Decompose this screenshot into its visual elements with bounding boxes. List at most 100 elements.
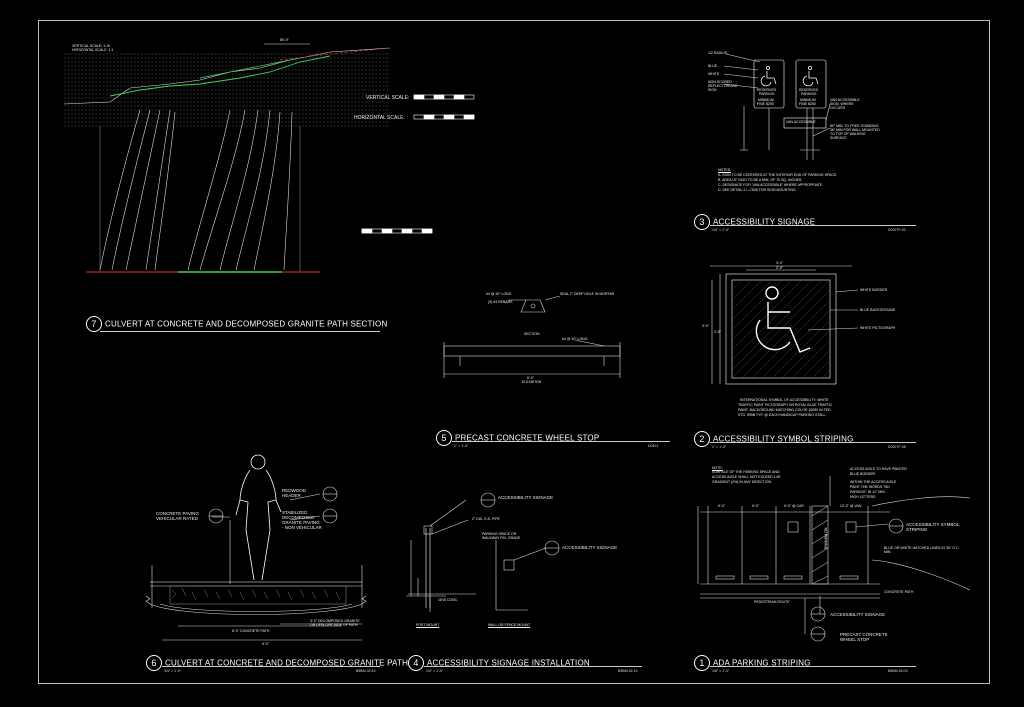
symbol-caption-2: TRAFFIC PAINT PICTOGRAPH ON ROYAL BLUE T… (738, 403, 833, 407)
ada-dim-4: 12'-0" @ VAN (840, 504, 862, 508)
profile-dim: 80'-0" (280, 38, 289, 42)
scale-4: 1/4" = 1'-0" (426, 669, 444, 673)
title-underline-3 (710, 225, 916, 226)
sign1-line1: RESERVED (757, 88, 777, 92)
sign1-line3: MINIMUM (758, 98, 774, 102)
vertical-scale-label: VERTICAL SCALE: (366, 95, 410, 101)
install-signage-1: ACCESSIBILITY SIGNAGE (498, 495, 554, 500)
note-d: D. SEE DETAIL 4 L-C505 FOR SIGN MOUNTING… (718, 188, 797, 192)
label-white-pictograph: WHITE PICTOGRAPH (860, 326, 896, 330)
wheelstop-hole: SEAL 2" DEEP HOLE IN MORTAR (560, 292, 615, 296)
wheelstop-section: SECTION (524, 332, 540, 336)
wheelstop-rebar2: #4 @ 30" LONG (562, 337, 588, 341)
title-underline-7 (100, 331, 380, 332)
ada-dim-2: 9'-0" (752, 504, 759, 508)
sign-label-reflect: NON-SCORED REFLECTORIZED SIGN (708, 80, 738, 92)
ada-dim-3: 9'-0" @ CAR (784, 504, 804, 508)
label-white-border: WHITE BORDER (860, 288, 888, 292)
scale-2: 1" = 1'-0" (712, 445, 727, 449)
van-accessible-plate: VAN ACCESSIBLE (786, 120, 816, 124)
legend-vertical: VERTICAL SCALE: 1:10 (72, 44, 111, 48)
sheet-border (38, 20, 990, 684)
wheelstop-rebar: #4 @ 30" LONG (486, 292, 512, 296)
symbol-caption-4: STD. 595B TYP. @ EACH HANDICAP PARKING S… (738, 413, 827, 417)
install-parking: PARKING SPACE OR WALKWAY FIN. GRADE (482, 532, 521, 540)
ref-6: B5BM-02.4X (356, 669, 376, 673)
sign-label-blue: BLUE (708, 64, 718, 68)
ada-signage: ACCESSIBILITY SIGNAGE (830, 612, 886, 617)
label-concrete-paving: CONCRETE PAVING VEHICULAR RATED (156, 511, 199, 521)
dim-left: 3'-0" (702, 324, 709, 328)
label-stabilized-dg: STABILIZED DECOMPOSED GRANITE PAVING - N… (282, 510, 322, 530)
scale-1: 1/8" = 1'-0" (712, 669, 730, 673)
ada-within-3: PARKING" IN 12" MIN. (850, 490, 886, 494)
scale-3: 1/4" = 1'-0" (712, 228, 730, 232)
ada-note-2: ACCESS AISLE SHALL NOT EXCEED 1:50 (712, 475, 781, 479)
ada-no-parking-text: NO PARKING (823, 527, 828, 550)
scale-6: 3/4" = 1'-0" (164, 669, 182, 673)
ada-concrete-path: CONCRETE PATH (884, 590, 914, 594)
dim-top: 3'-0" (776, 261, 783, 265)
legend-horizontal: HORIZONTAL SCALE: 1:1 (72, 48, 114, 52)
symbol-caption-1: INTERNATIONAL SYMBOL OF ACCESSIBILITY. W… (740, 398, 829, 402)
notes-title: NOTES: (718, 168, 732, 172)
ada-dim-1: 9'-0" (718, 504, 725, 508)
culvert-path-6 (145, 454, 367, 641)
wheelstop-length: 6'-0" (527, 376, 534, 380)
sign-label-radius: 1/2 RADIUS (708, 51, 728, 55)
sign-label-white: WHITE (708, 72, 720, 76)
signage-installation-4 (406, 492, 560, 612)
ada-within-1: WITHIN THE ACCESS AISLE (850, 480, 897, 484)
dim-total: 9'-0" (262, 642, 269, 646)
note-a: A. SIGN TO BE CENTERED AT THE INTERIOR E… (718, 173, 838, 177)
ada-note-1: SURFACE OF THE PARKING SPACE AND (712, 470, 780, 474)
ada-pedestrian-route: PEDESTRIAN ROUTE (754, 600, 790, 604)
ref-2: D0207P-05 (888, 445, 906, 449)
sign2-line1: RESERVED (799, 88, 819, 92)
wheel-stop-5 (443, 295, 621, 378)
ada-hatched-lines: BLUE OR WHITE HATCHED LINES AT 36" O.C. … (884, 546, 960, 554)
label-redwood-header: REDWOOD HEADER (282, 488, 306, 498)
van-note: VAN ACCESSIBLE SIGN, WHERE OCCURS (830, 98, 860, 110)
sign2-line4: FINE $250 (799, 102, 816, 106)
sign1-line2: PARKING (759, 92, 775, 96)
install-post: POST MOUNT (416, 623, 440, 627)
horizontal-scale-label: HORIZONTAL SCALE: (354, 115, 405, 121)
sign2-line3: MINIMUM (800, 98, 816, 102)
install-signage-2: ACCESSIBILITY SIGNAGE (562, 545, 618, 550)
signs-3 (723, 53, 831, 160)
symbol-caption-3: PAINT. BACKGROUND MATCHING COLOR 15090 I… (738, 408, 832, 412)
install-conc: 18"Ø CONC. (438, 598, 459, 602)
title-underline-4 (424, 666, 642, 667)
ada-within-4: HIGH LETTERS (850, 495, 876, 499)
ada-symbol-striping: ACCESSIBILITY SYMBOL STRIPING (906, 522, 960, 532)
ada-note-title: NOTE: (712, 466, 723, 470)
ref-5: D0401 (648, 444, 659, 448)
sign1-line4: FINE $250 (757, 102, 774, 106)
wheelstop-bars: (3) #3 REBARS (488, 300, 513, 304)
scale-5: 1" = 1'-0" (454, 444, 469, 448)
dim-left-inner: 2'-9" (714, 330, 721, 334)
ref-1: B5BM-02.0X (888, 669, 908, 673)
note-c: C. DESIGNATE FOR 'VAN ACCESSIBLE' WHERE … (718, 183, 824, 187)
ada-note-3: GRADIENT (2%) IN ANY DIRECTION. (712, 480, 772, 484)
ada-wheel-stop: PRECAST CONCRETE WHEEL STOP (840, 632, 888, 642)
sign2-line2: PARKING (801, 92, 817, 96)
label-blue-background: BLUE BACKGROUND (860, 308, 896, 312)
ada-parking-1 (697, 476, 971, 642)
ada-aisle-2: BLUE BORDER (850, 472, 876, 476)
symbol-striping-2 (710, 265, 859, 385)
install-wall: WALL OR FENCE MOUNT (488, 623, 531, 627)
title-underline-6 (162, 666, 380, 667)
title-underline-1 (710, 666, 916, 667)
ref-4: B5BM-02.1X (618, 669, 638, 673)
